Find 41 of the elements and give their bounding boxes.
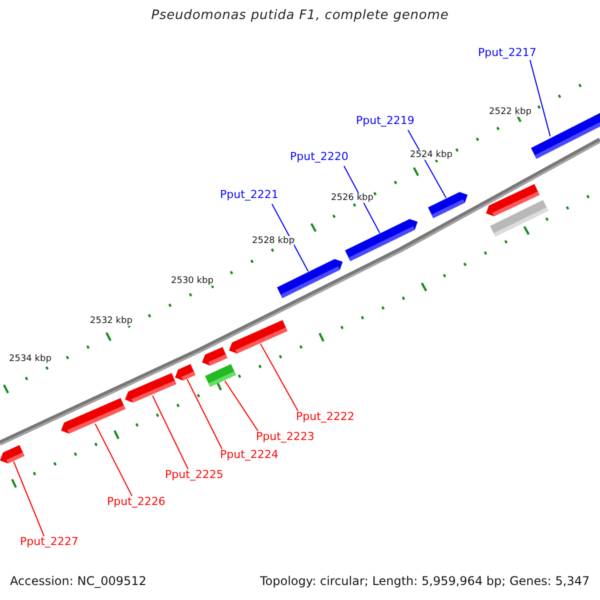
leader-line [186, 379, 222, 450]
gene-feature [204, 362, 238, 388]
gene-feature [174, 362, 196, 382]
leader-line [408, 130, 447, 198]
scale-label: 2524 kbp [410, 150, 452, 160]
leader-line [152, 396, 188, 470]
gene-feature [427, 191, 469, 220]
scale-label: 2534 kbp [9, 354, 52, 364]
gene-feature [124, 372, 178, 404]
footer-text: Accession: NC_009512 [10, 575, 146, 589]
chart-title: Pseudomonas putida F1, complete genome [150, 9, 450, 24]
gene-label: Pput_2227 [20, 536, 78, 549]
gene-label: Pput_2219 [356, 115, 414, 128]
leader-line [529, 60, 551, 136]
gene-feature [60, 397, 126, 436]
gene-label: Pput_2217 [478, 47, 536, 60]
gene-label: Pput_2224 [220, 449, 278, 462]
leader-line [272, 204, 309, 272]
gene-feature [228, 318, 288, 354]
leader-line [13, 461, 44, 536]
scale-label: 2522 kbp [489, 107, 532, 118]
gene-label: Pput_2222 [296, 411, 354, 424]
scale-label: 2530 kbp [171, 276, 214, 286]
gene-feature [276, 258, 344, 300]
gene-label: Pput_2221 [220, 189, 278, 202]
gene-label: Pput_2225 [165, 469, 224, 482]
gene-feature [0, 444, 26, 464]
leader-line [260, 343, 298, 412]
scale-label: 2532 kbp [90, 316, 132, 326]
gene-feature [489, 198, 550, 238]
gene-label: Pput_2226 [107, 496, 166, 509]
scale-label: 2526 kbp [331, 193, 374, 204]
gene-label: Pput_2223 [256, 431, 314, 444]
scale-label: 2528 kbp [252, 236, 294, 246]
leader-line [224, 380, 258, 432]
gene-feature [201, 346, 228, 368]
footer-text: Topology: circular; Length: 5,959,964 bp; Genes: 5,347 [260, 575, 590, 589]
gene-feature [530, 110, 600, 160]
gene-label: Pput_2220 [290, 151, 348, 164]
gene-feature [344, 218, 419, 262]
leader-line [94, 423, 132, 496]
